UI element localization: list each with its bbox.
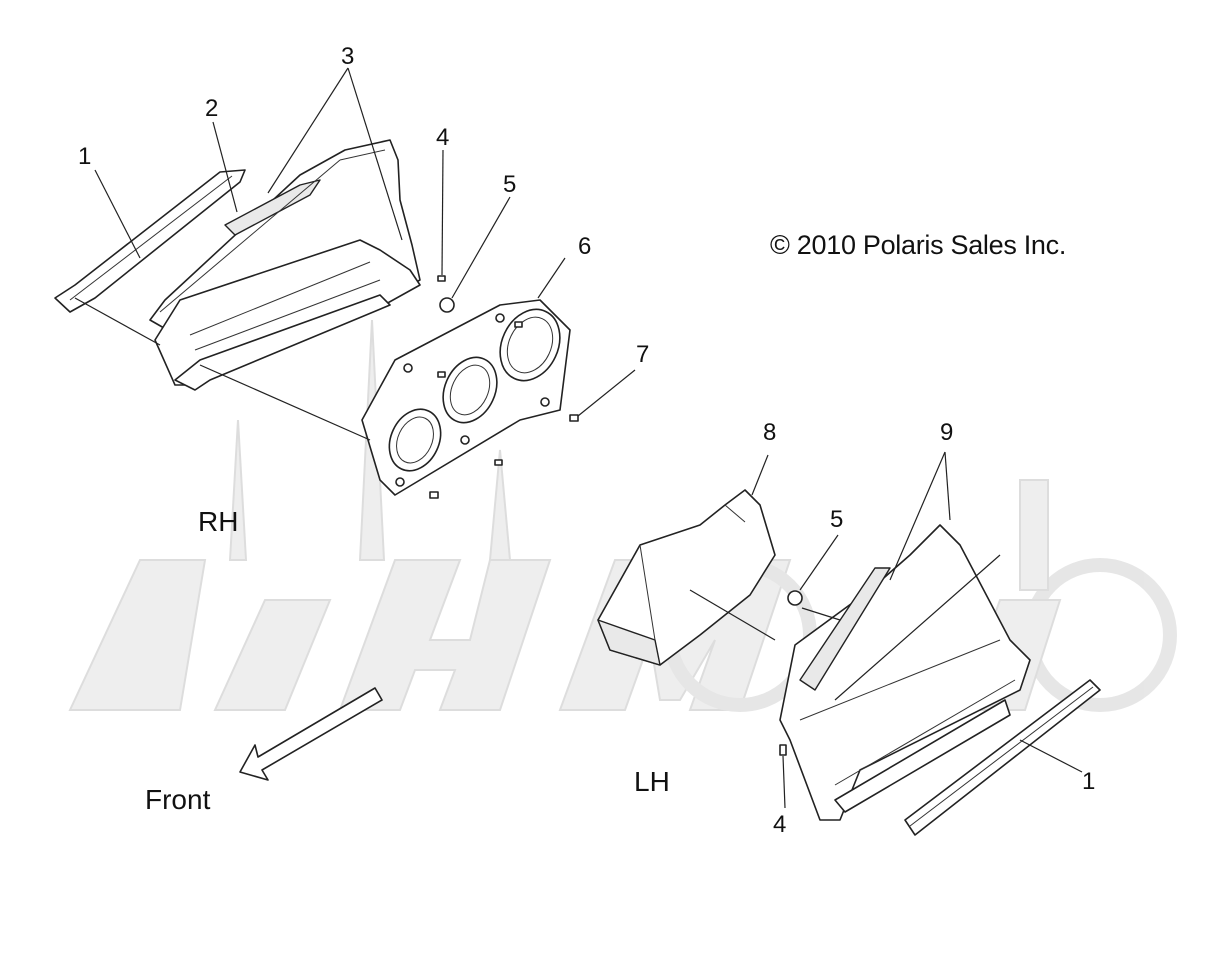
rh-fasteners: [429, 275, 579, 499]
callout-rh-3: 3: [341, 43, 355, 70]
lh-filler-block: [597, 489, 776, 666]
callout-rh-4: 4: [436, 124, 450, 151]
front-arrow: [239, 687, 383, 781]
lh-label: LH: [634, 766, 670, 797]
rh-label: RH: [198, 506, 239, 537]
rh-leader-lines: [74, 67, 636, 441]
lh-housing: [779, 524, 1031, 821]
callout-rh-7: 7: [636, 341, 650, 368]
lh-leader-lines: [689, 451, 1083, 809]
rh-trim-strip: [54, 169, 246, 313]
callout-rh-1: 1: [78, 143, 92, 170]
front-label: Front: [145, 784, 211, 815]
callout-rh-6: 6: [578, 233, 592, 260]
callout-rh-2: 2: [205, 95, 219, 122]
copyright-text: © 2010 Polaris Sales Inc.: [770, 230, 1067, 260]
callout-rh-5: 5: [503, 171, 517, 198]
callout-lh-4: 4: [773, 811, 787, 838]
lh-trim-strip: [904, 679, 1101, 836]
lh-grommet: [787, 590, 803, 606]
rh-gauge-bezel: [361, 299, 571, 496]
callout-lh-1: 1: [1082, 768, 1096, 795]
callout-lh-9: 9: [940, 419, 954, 446]
lh-screw: [779, 744, 787, 756]
callout-lh-5: 5: [830, 506, 844, 533]
callout-lh-8: 8: [763, 419, 777, 446]
rh-lower-housing: [154, 239, 421, 391]
